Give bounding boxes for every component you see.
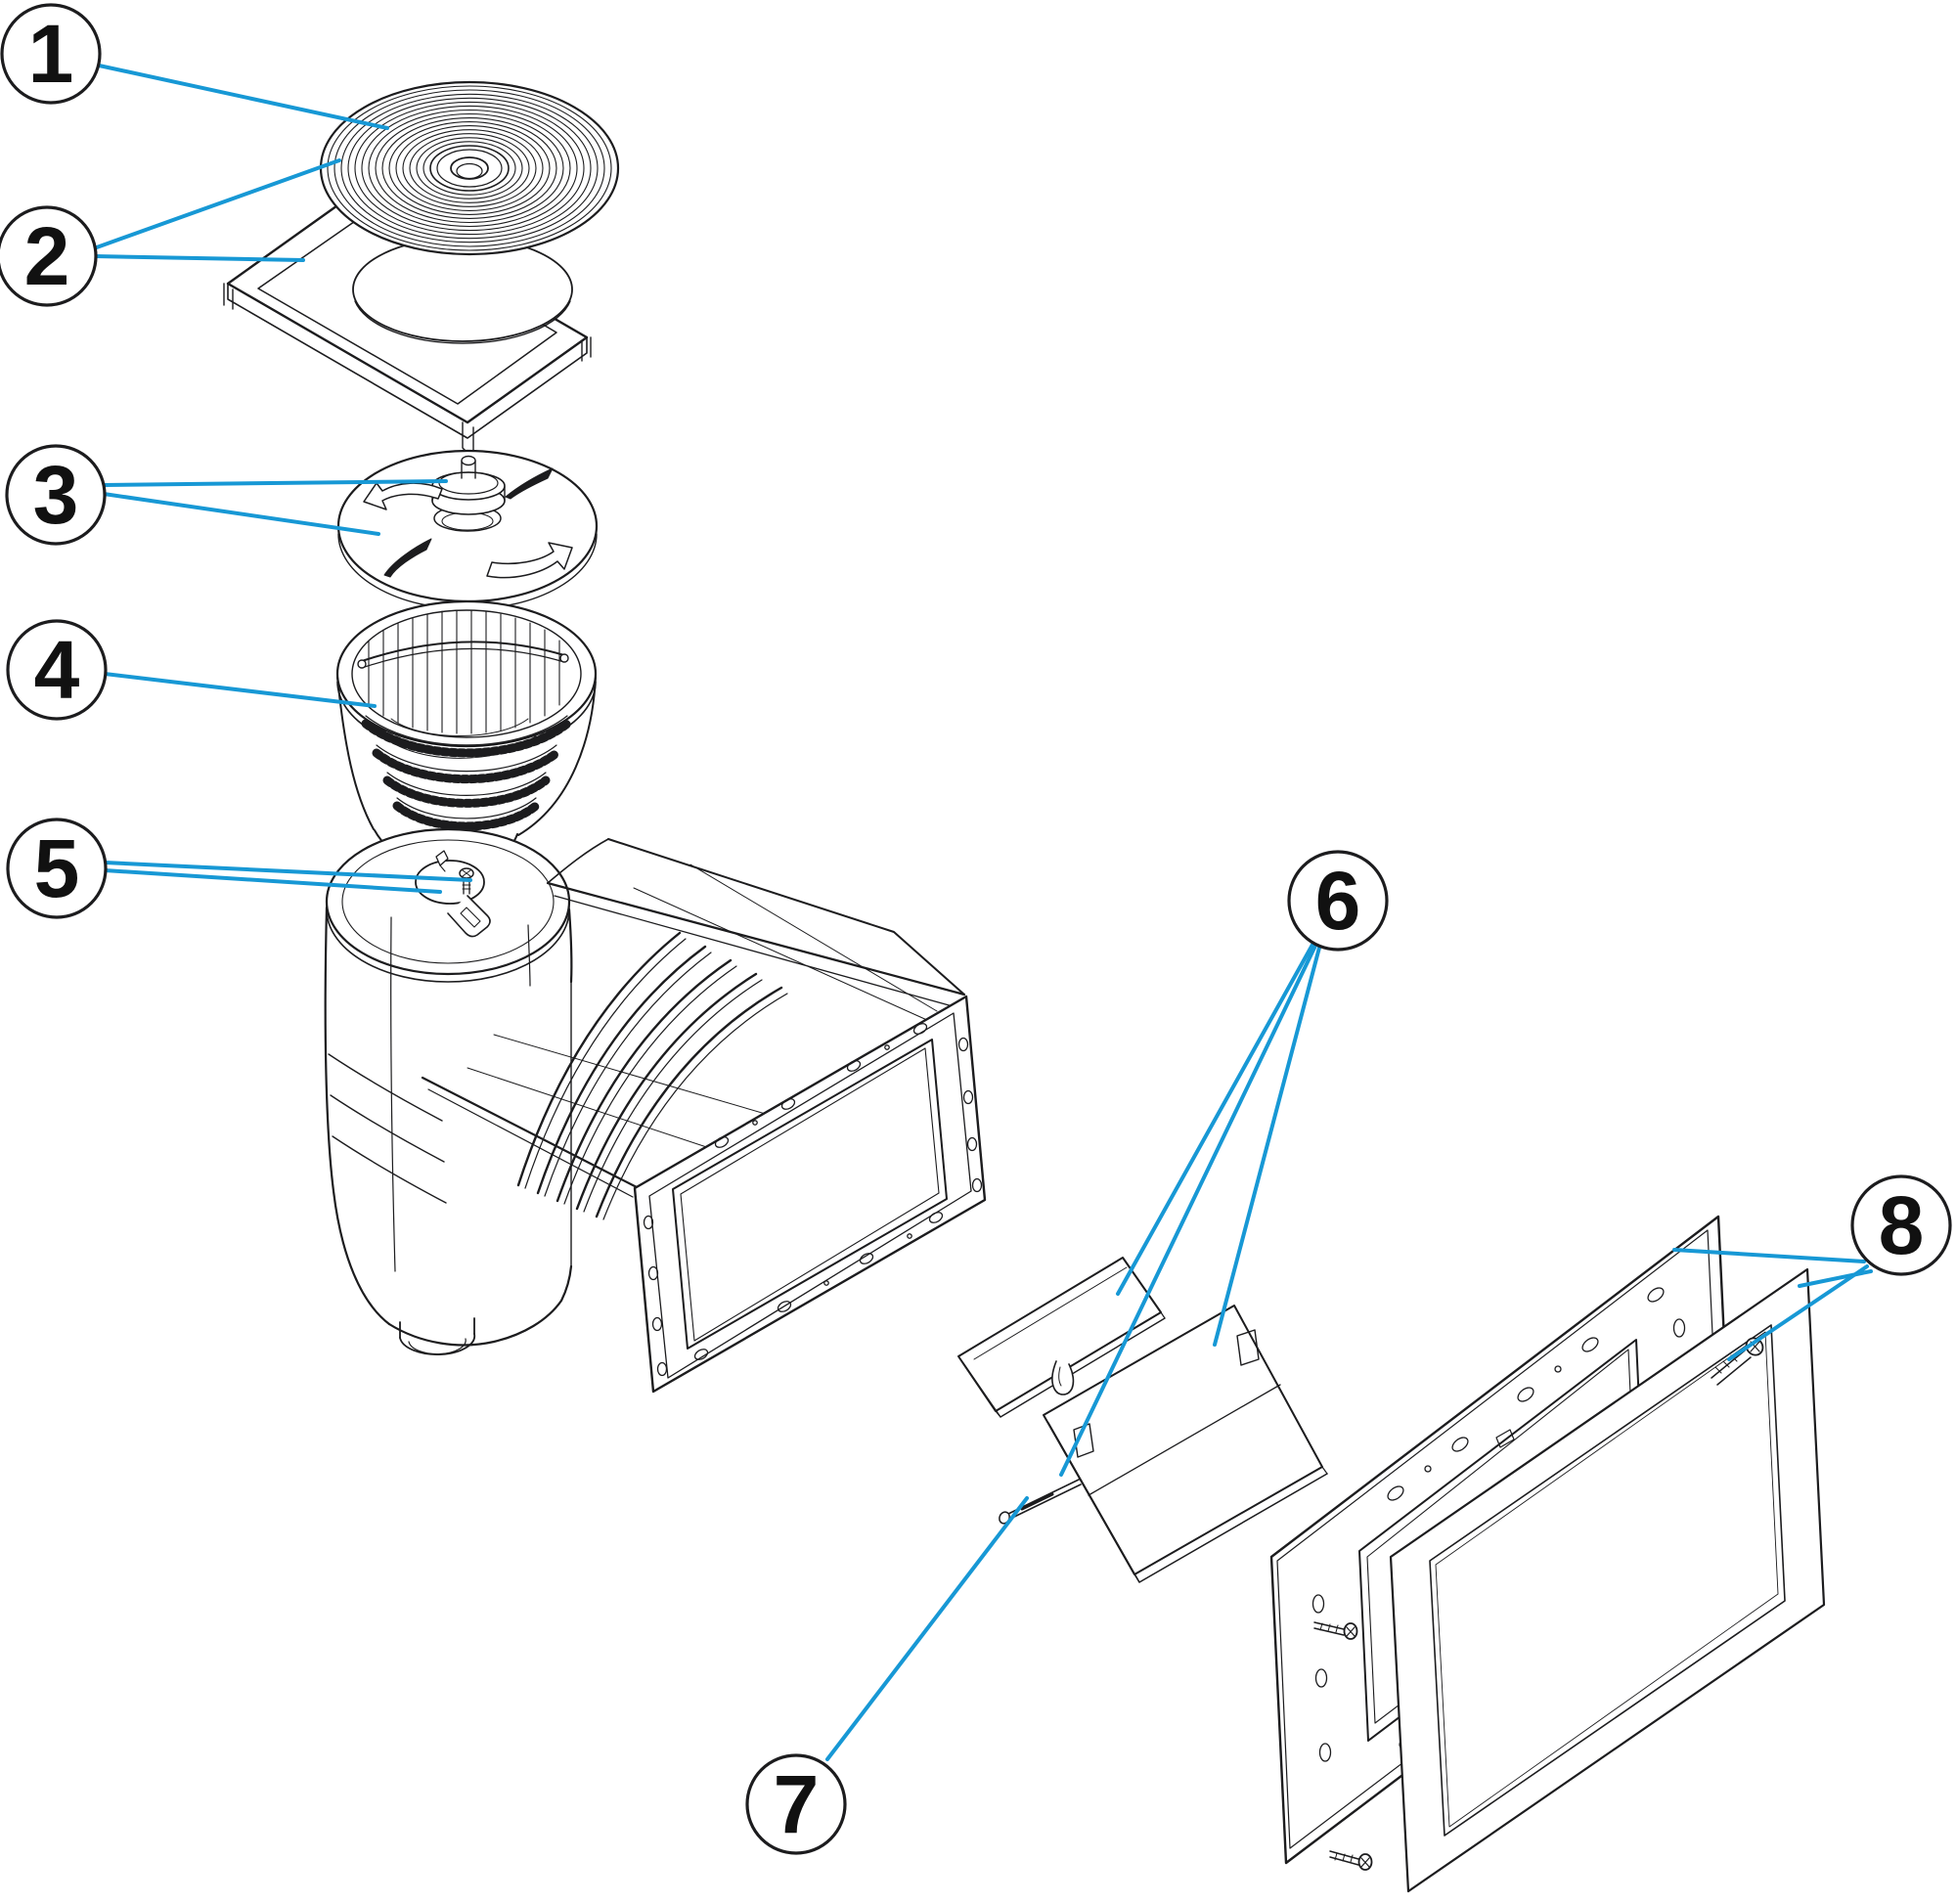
leader-line-3b bbox=[102, 492, 380, 536]
leader-line-2b bbox=[93, 254, 305, 262]
leader-line-6a bbox=[1116, 943, 1314, 1296]
basket-back-slats bbox=[368, 609, 560, 734]
leader-line-5b bbox=[103, 868, 442, 894]
weir-flap-large bbox=[1043, 1305, 1328, 1583]
strainer-basket bbox=[335, 599, 598, 872]
weir-flap-small bbox=[957, 1257, 1166, 1418]
flange-bolt-holes bbox=[643, 1023, 983, 1377]
wall-flange bbox=[633, 995, 987, 1394]
throat-duct bbox=[421, 838, 966, 1198]
callout-4-number: 4 bbox=[34, 624, 80, 716]
callout-1-number: 1 bbox=[28, 8, 74, 100]
vortex-plate bbox=[336, 449, 599, 610]
callouts: 1 2 3 4 5 6 7 8 bbox=[0, 3, 1952, 1855]
clamp-ribs bbox=[516, 931, 788, 1220]
leader-line-8a bbox=[1672, 1248, 1866, 1263]
callout-3[interactable]: 3 bbox=[5, 444, 107, 546]
callout-2[interactable]: 2 bbox=[0, 205, 98, 307]
leader-line-4 bbox=[103, 672, 377, 708]
leader-line-8b bbox=[1727, 1264, 1869, 1361]
callout-8[interactable]: 8 bbox=[1850, 1174, 1952, 1276]
callout-6-number: 6 bbox=[1315, 855, 1361, 947]
leader-line-1 bbox=[88, 62, 389, 130]
callout-7[interactable]: 7 bbox=[745, 1753, 847, 1855]
callout-4[interactable]: 4 bbox=[6, 619, 108, 721]
callout-2-number: 2 bbox=[24, 210, 70, 302]
leader-line-3a bbox=[102, 479, 448, 487]
leader-lines bbox=[88, 62, 1873, 1761]
diagram-art bbox=[223, 80, 1826, 1893]
callout-1[interactable]: 1 bbox=[0, 3, 102, 105]
leader-line-7 bbox=[825, 1496, 1029, 1761]
leader-line-8c bbox=[1798, 1269, 1873, 1288]
callout-5-number: 5 bbox=[34, 822, 80, 914]
leader-line-6c bbox=[1059, 944, 1317, 1477]
faceplate-screws bbox=[1313, 1337, 1764, 1871]
callout-7-number: 7 bbox=[774, 1758, 820, 1850]
leader-line-6b bbox=[1213, 946, 1321, 1347]
callout-8-number: 8 bbox=[1879, 1179, 1925, 1271]
gasket-frame bbox=[1389, 1267, 1826, 1893]
callout-6[interactable]: 6 bbox=[1287, 850, 1389, 952]
leader-line-2a bbox=[92, 158, 341, 250]
square-frame-cover bbox=[223, 197, 592, 454]
leader-line-5a bbox=[103, 861, 472, 882]
lid-disc bbox=[319, 80, 620, 256]
callout-5[interactable]: 5 bbox=[6, 818, 108, 919]
callout-3-number: 3 bbox=[33, 449, 79, 541]
